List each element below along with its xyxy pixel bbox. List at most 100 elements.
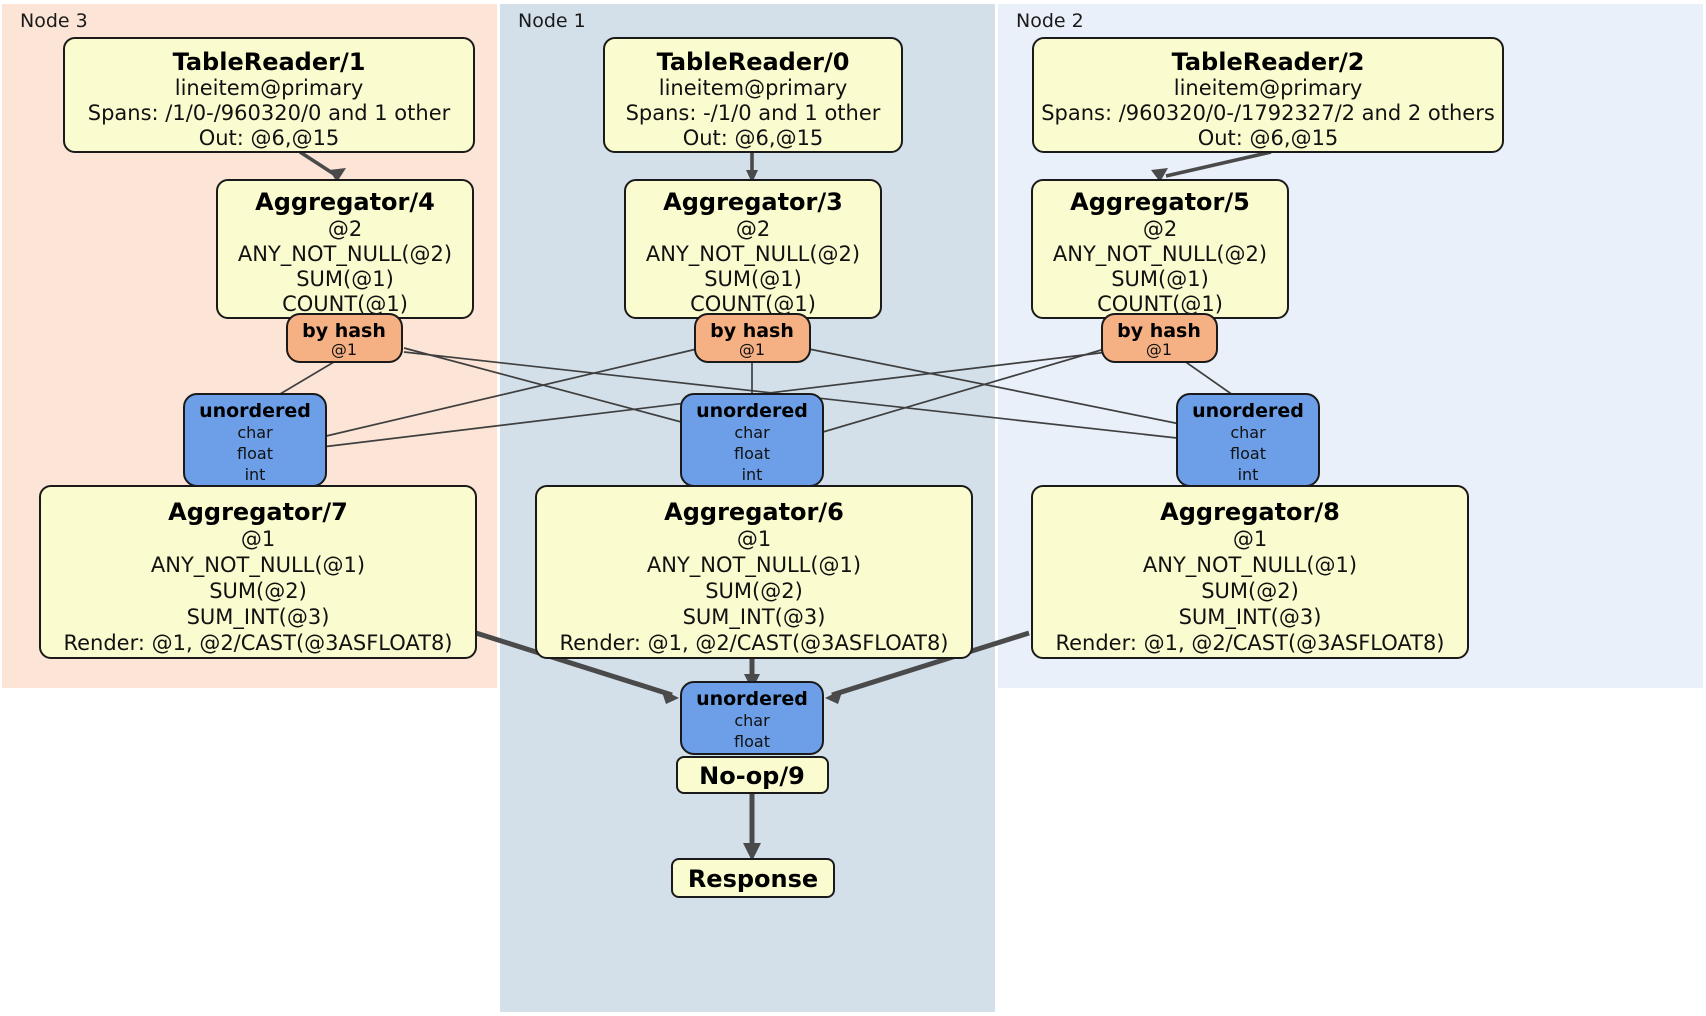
processor-aggregator-3[interactable]: Aggregator/3 @2 ANY_NOT_NULL(@2) SUM(@1)… — [624, 179, 882, 319]
response-title: Response — [688, 865, 818, 893]
aggregator-7-line-1: ANY_NOT_NULL(@1) — [151, 553, 365, 578]
table-reader-0-line-1: Spans: -/1/0 and 1 other — [626, 101, 881, 125]
router-hash-right-title: by hash — [1117, 320, 1201, 342]
processor-aggregator-7[interactable]: Aggregator/7 @1 ANY_NOT_NULL(@1) SUM(@2)… — [39, 485, 477, 659]
router-unordered-left-line-2: int — [245, 465, 266, 484]
router-unordered-center-line-0: char — [734, 423, 770, 442]
table-reader-0-title: TableReader/0 — [657, 48, 850, 76]
aggregator-3-line-2: SUM(@1) — [704, 267, 802, 291]
aggregator-5-line-3: COUNT(@1) — [1097, 292, 1223, 316]
router-hash-center-title: by hash — [710, 320, 794, 342]
aggregator-4-line-0: @2 — [328, 217, 362, 241]
processor-table-reader-2[interactable]: TableReader/2 lineitem@primary Spans: /9… — [1032, 37, 1504, 153]
processor-table-reader-1[interactable]: TableReader/1 lineitem@primary Spans: /1… — [63, 37, 475, 153]
processor-table-reader-0[interactable]: TableReader/0 lineitem@primary Spans: -/… — [603, 37, 903, 153]
arrowhead-agg7-final — [661, 689, 679, 704]
table-reader-1-title: TableReader/1 — [173, 48, 366, 76]
aggregator-7-title: Aggregator/7 — [168, 498, 348, 526]
aggregator-7-line-2: SUM(@2) — [209, 579, 307, 603]
aggregator-8-line-0: @1 — [1233, 527, 1267, 551]
arrowhead-tr2-agg5 — [1151, 168, 1168, 182]
router-unordered-right-title: unordered — [1192, 400, 1304, 422]
aggregator-3-line-0: @2 — [736, 217, 770, 241]
aggregator-5-line-0: @2 — [1143, 217, 1177, 241]
edge-agg8-final — [831, 630, 1030, 698]
processor-aggregator-6[interactable]: Aggregator/6 @1 ANY_NOT_NULL(@1) SUM(@2)… — [535, 485, 973, 659]
aggregator-4-line-3: COUNT(@1) — [282, 292, 408, 316]
processor-noop-9[interactable]: No-op/9 — [676, 756, 829, 794]
edge-reader-to-aggregator-group — [299, 150, 1272, 183]
router-hash-left[interactable]: by hash @1 — [286, 313, 403, 363]
panel-node3-label: Node 3 — [20, 10, 88, 32]
edge-hashL-unorderedC — [403, 347, 701, 428]
table-reader-1-line-2: Out: @6,@15 — [199, 126, 340, 150]
router-hash-center-line-0: @1 — [739, 340, 765, 359]
table-reader-1-line-1: Spans: /1/0-/960320/0 and 1 other — [88, 101, 451, 125]
router-unordered-final[interactable]: unordered char float — [680, 681, 824, 755]
aggregator-4-line-1: ANY_NOT_NULL(@2) — [238, 242, 452, 267]
aggregator-4-line-2: SUM(@1) — [296, 267, 394, 291]
table-reader-2-line-2: Out: @6,@15 — [1198, 126, 1339, 150]
edge-hashC-unorderedL — [321, 347, 702, 438]
router-hash-left-line-0: @1 — [331, 340, 357, 359]
edge-hashL-unorderedL — [269, 355, 345, 401]
processor-aggregator-5[interactable]: Aggregator/5 @2 ANY_NOT_NULL(@2) SUM(@1)… — [1031, 179, 1289, 319]
router-unordered-final-line-1: float — [734, 732, 770, 751]
router-unordered-right[interactable]: unordered char float int — [1176, 393, 1320, 487]
router-unordered-center[interactable]: unordered char float int — [680, 393, 824, 487]
router-unordered-left-line-0: char — [237, 423, 273, 442]
arrowhead-tr0-agg3 — [746, 170, 758, 183]
table-reader-2-title: TableReader/2 — [1172, 48, 1365, 76]
table-reader-2-line-1: Spans: /960320/0-/1792327/2 and 2 others — [1041, 101, 1495, 125]
aggregator-5-title: Aggregator/5 — [1070, 188, 1250, 216]
edge-agg7-final — [475, 630, 673, 698]
aggregator-8-title: Aggregator/8 — [1160, 498, 1340, 526]
table-reader-0-line-2: Out: @6,@15 — [683, 126, 824, 150]
router-hash-left-title: by hash — [302, 320, 386, 342]
router-hash-right[interactable]: by hash @1 — [1101, 313, 1218, 363]
arrowhead-noop-response — [743, 843, 761, 861]
aggregator-6-line-3: SUM_INT(@3) — [683, 605, 826, 630]
edge-noop-to-response-group — [743, 790, 761, 861]
processor-aggregator-4[interactable]: Aggregator/4 @2 ANY_NOT_NULL(@2) SUM(@1)… — [216, 179, 474, 319]
processor-response[interactable]: Response — [671, 858, 835, 898]
aggregator-3-line-1: ANY_NOT_NULL(@2) — [646, 242, 860, 267]
aggregator-3-title: Aggregator/3 — [663, 188, 843, 216]
router-unordered-final-line-0: char — [734, 711, 770, 730]
aggregator-8-line-3: SUM_INT(@3) — [1179, 605, 1322, 630]
table-reader-0-line-0: lineitem@primary — [659, 76, 848, 100]
aggregator-7-line-3: SUM_INT(@3) — [187, 605, 330, 630]
aggregator-6-line-4: Render: @1, @2/CAST(@3ASFLOAT8) — [559, 631, 948, 655]
aggregator-6-title: Aggregator/6 — [664, 498, 844, 526]
aggregator-5-line-1: ANY_NOT_NULL(@2) — [1053, 242, 1267, 267]
noop-9-title: No-op/9 — [699, 762, 805, 790]
aggregator-6-line-0: @1 — [737, 527, 771, 551]
router-unordered-left[interactable]: unordered char float int — [183, 393, 327, 487]
router-unordered-center-line-1: float — [734, 444, 770, 463]
router-hash-center[interactable]: by hash @1 — [694, 313, 811, 363]
router-hash-right-line-0: @1 — [1146, 340, 1172, 359]
edge-tr2-agg5 — [1165, 150, 1272, 178]
aggregator-8-line-2: SUM(@2) — [1201, 579, 1299, 603]
aggregator-3-line-3: COUNT(@1) — [690, 292, 816, 316]
router-unordered-right-line-0: char — [1230, 423, 1266, 442]
edge-hashR-unorderedC — [805, 347, 1109, 438]
arrowhead-tr1-agg4 — [329, 168, 346, 182]
aggregator-7-line-4: Render: @1, @2/CAST(@3ASFLOAT8) — [63, 631, 452, 655]
aggregator-5-line-2: SUM(@1) — [1111, 267, 1209, 291]
router-unordered-center-line-2: int — [742, 465, 763, 484]
processor-aggregator-8[interactable]: Aggregator/8 @1 ANY_NOT_NULL(@1) SUM(@2)… — [1031, 485, 1469, 659]
router-unordered-center-title: unordered — [696, 400, 808, 422]
edge-hashC-unorderedR — [803, 347, 1196, 428]
table-reader-2-line-0: lineitem@primary — [1174, 76, 1363, 100]
panel-node1-label: Node 1 — [518, 10, 586, 32]
router-unordered-right-line-1: float — [1230, 444, 1266, 463]
panel-node2-label: Node 2 — [1016, 10, 1084, 32]
router-unordered-left-line-1: float — [237, 444, 273, 463]
aggregator-4-title: Aggregator/4 — [255, 188, 435, 216]
aggregator-7-line-0: @1 — [241, 527, 275, 551]
router-unordered-left-title: unordered — [199, 400, 311, 422]
aggregator-8-line-4: Render: @1, @2/CAST(@3ASFLOAT8) — [1055, 631, 1444, 655]
table-reader-1-line-0: lineitem@primary — [175, 76, 364, 100]
